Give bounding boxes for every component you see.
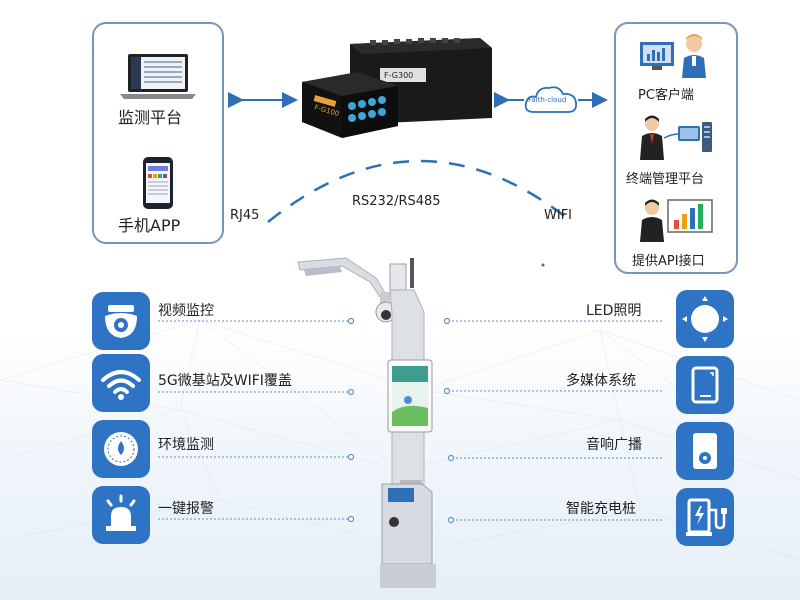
pc-client-label: PC客户端 [638, 88, 694, 103]
smart-pole [297, 257, 436, 588]
phone-icon [143, 157, 173, 209]
small-dot [541, 263, 545, 267]
monitoring-platform-label: 监测平台 [118, 108, 183, 127]
emergency-alarm-label: 一键报警 [158, 501, 214, 517]
terminal-management-label: 终端管理平台 [626, 172, 705, 187]
sensor-icon [104, 432, 138, 466]
protocol-rs232-rs485: RS232/RS485 [352, 194, 441, 209]
device-right-model: F-G300 [384, 71, 413, 80]
emergency-alarm-icon-box [92, 486, 150, 544]
led-lighting-icon-box [676, 290, 734, 348]
laptop-icon [120, 54, 196, 99]
camera-icon [105, 305, 137, 338]
protocol-wifi: WIFI [544, 208, 572, 223]
protocol-rj45: RJ45 [230, 208, 260, 223]
charger-icon [686, 498, 727, 536]
smart-charger-label: 智能充电桩 [566, 501, 636, 517]
environment-monitoring-label: 环境监测 [158, 437, 214, 453]
signal-arc [267, 159, 573, 223]
multimedia-system-label: 多媒体系统 [566, 373, 636, 389]
leader-end-env [347, 453, 355, 461]
led-icon [682, 296, 728, 342]
server-user-icon [640, 115, 712, 160]
leader-end-video [347, 317, 355, 325]
cloud-icon [524, 86, 577, 113]
screen-icon [691, 366, 719, 404]
leader-end-charger [447, 516, 455, 524]
mobile-app-label: 手机APP [118, 216, 181, 235]
chart-user-icon [640, 199, 713, 242]
audio-broadcast-icon-box [676, 422, 734, 480]
wifi-icon [101, 370, 141, 400]
multimedia-system-icon-box [676, 356, 734, 414]
speaker-icon [693, 433, 717, 469]
environment-monitoring-icon-box [92, 420, 150, 478]
right-client-panel: PC客户端 终端管理平台 提供API接口 [614, 22, 738, 274]
leader-end-audio [447, 454, 455, 462]
leader-end-alarm [347, 515, 355, 523]
left-client-panel: 监测平台 手机APP [92, 22, 224, 244]
video-surveillance-icon-box [92, 292, 150, 350]
leader-end-media [443, 387, 451, 395]
audio-broadcast-label: 音响广播 [586, 437, 642, 453]
api-interface-label: 提供API接口 [632, 254, 705, 269]
pc-user-icon [640, 34, 706, 78]
leader-end-led [443, 317, 451, 325]
alarm-icon [106, 494, 136, 531]
5g-wifi-label: 5G微基站及WIFI覆盖 [158, 373, 292, 389]
leader-end-5g [347, 388, 355, 396]
led-lighting-label: LED照明 [586, 303, 642, 319]
smart-charger-icon-box [676, 488, 734, 546]
gateway-devices: F-G300 F-G100 [302, 38, 492, 138]
wifi-coverage-icon-box [92, 354, 150, 412]
cloud-label: Faith-cloud [528, 96, 567, 104]
video-surveillance-label: 视频监控 [158, 303, 214, 319]
